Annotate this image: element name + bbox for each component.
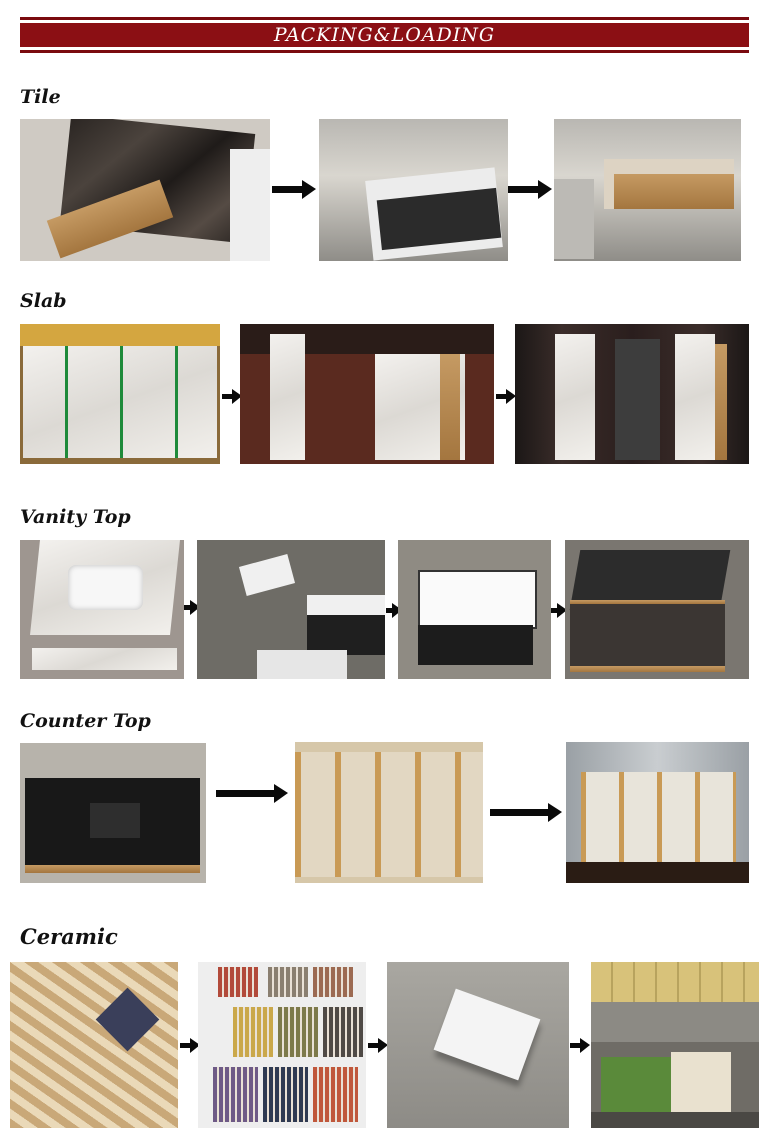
vanity-photo-2 [197, 540, 385, 679]
ceramic-photo-3 [387, 962, 569, 1128]
section-title-tile: Tile [20, 86, 61, 108]
vanity-photo-4 [565, 540, 749, 679]
ceramic-photo-1 [10, 962, 178, 1128]
ceramic-photo-2 [198, 962, 366, 1128]
counter-photo-1 [20, 743, 206, 883]
counter-photo-2 [295, 742, 483, 883]
slab-photo-1 [20, 324, 220, 464]
header-banner: PACKING&LOADING [20, 17, 749, 53]
counter-photo-3 [566, 742, 749, 883]
tile-photo-1 [20, 119, 270, 261]
tile-photo-2 [319, 119, 508, 261]
section-title-counter-top: Counter Top [20, 710, 151, 732]
section-title-ceramic: Ceramic [20, 924, 118, 949]
ceramic-photo-4 [591, 962, 759, 1128]
slab-photo-3 [515, 324, 749, 464]
vanity-photo-1 [20, 540, 184, 679]
tile-photo-3 [554, 119, 741, 261]
banner-fill [20, 23, 749, 47]
vanity-photo-3 [398, 540, 551, 679]
section-title-slab: Slab [20, 290, 67, 312]
slab-photo-2 [240, 324, 494, 464]
banner-title: PACKING&LOADING [273, 24, 496, 46]
section-title-vanity-top: Vanity Top [20, 506, 131, 528]
